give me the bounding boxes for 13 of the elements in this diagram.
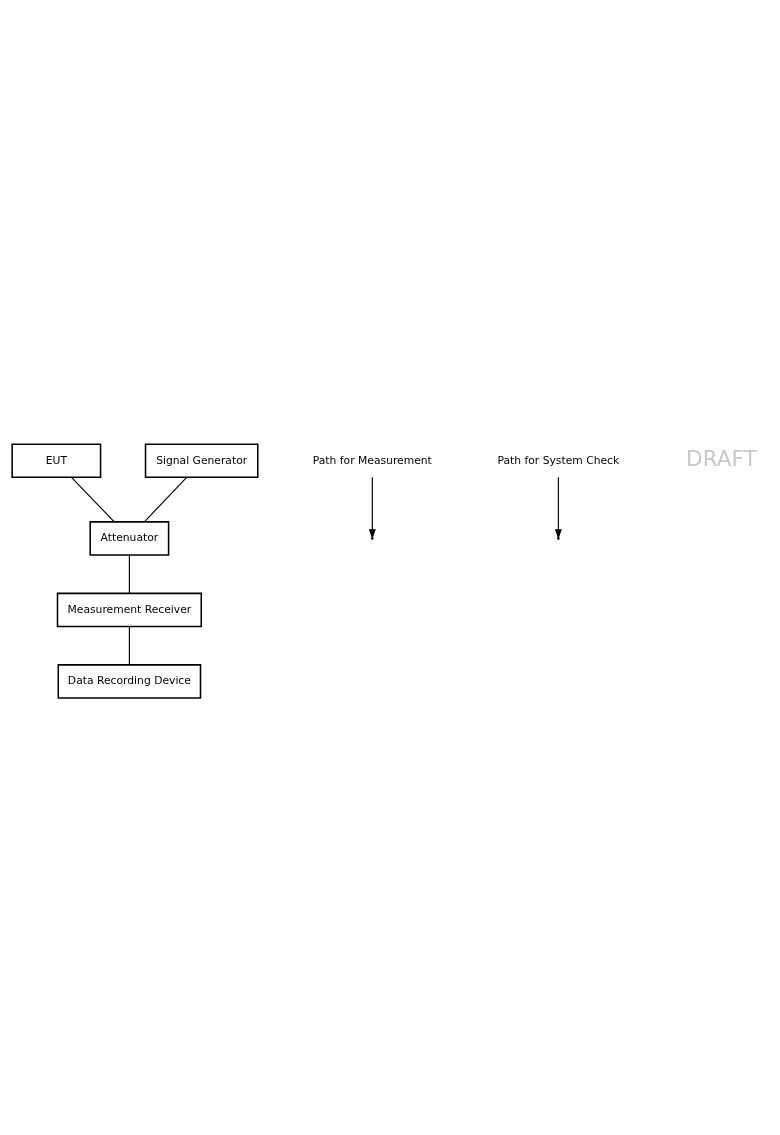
arrow	[554, 476, 562, 539]
node-box: Signal Generator	[144, 442, 259, 478]
node-box: Measurement Receiver	[56, 592, 203, 627]
node-text: Path for Measurement	[312, 453, 432, 467]
node-box: EUT	[11, 442, 102, 478]
node-text: Path for System Check	[497, 453, 620, 467]
node-box: Attenuator	[89, 520, 170, 556]
connector	[128, 553, 130, 594]
arrow	[368, 476, 376, 539]
connector	[144, 476, 188, 522]
connector	[128, 625, 130, 665]
connector	[70, 476, 115, 522]
node-box: Data Recording Device	[57, 663, 202, 699]
